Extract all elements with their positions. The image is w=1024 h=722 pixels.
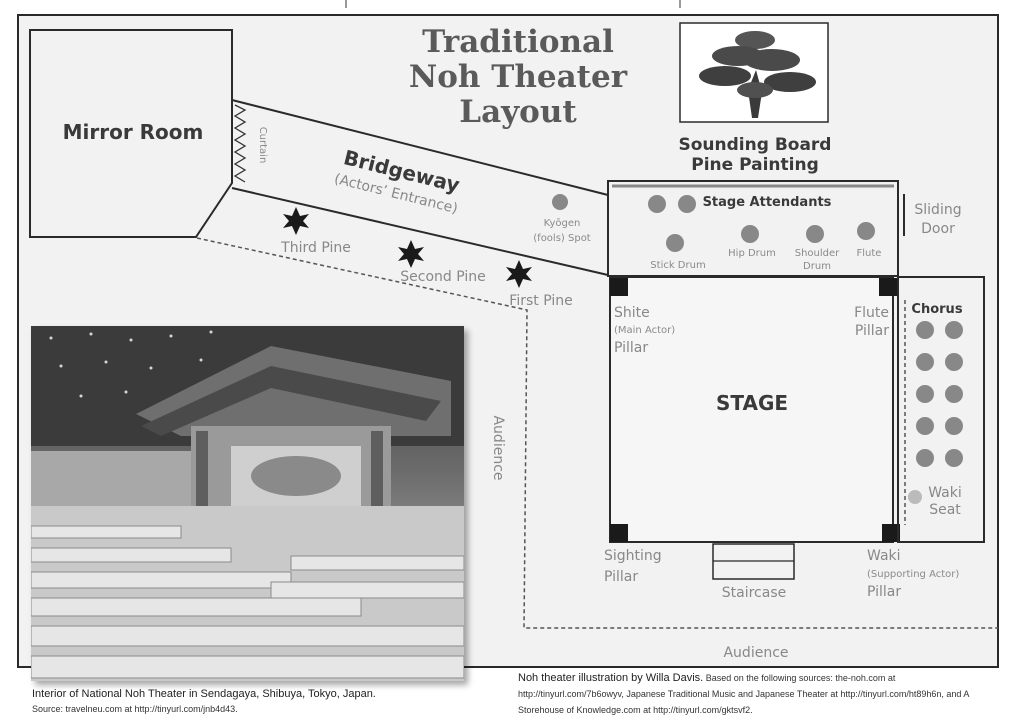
audience-boundary [196,237,998,629]
shoulder-drum-label: Shoulder [795,248,840,259]
sighting-label: Sighting [604,548,662,564]
flute-pillar-label: Flute [854,305,889,321]
title-line-2: Noh Theater [409,59,628,95]
staircase-label: Staircase [722,585,786,601]
stick-drum-dot [666,234,684,252]
hip-drum-label: Hip Drum [728,248,776,259]
first-pine-icon [506,260,532,288]
third-pine-icon [283,207,309,235]
photo-caption: Interior of National Noh Theater in Send… [32,688,376,700]
sliding-door-label: Sliding [914,202,961,218]
waki-seat-label: Waki [928,485,962,501]
chorus-dots [916,321,963,467]
second-pine-label: Second Pine [400,269,485,285]
flute-label: Flute [857,248,882,259]
sounding-board-label: Sounding Board [679,135,832,155]
flute-pillar-label-2: Pillar [855,323,889,339]
waki-pillar-marker [882,524,900,542]
third-pine-label: Third Pine [280,240,351,256]
title-line-1: Traditional [422,24,614,60]
bridgeway-wall-bottom [231,187,609,276]
theater-interior-photo [31,326,464,681]
illustration-sources: Based on the following sources: the-noh.… [518,673,969,715]
second-pine-icon [398,240,424,268]
illustration-credit-block: Noh theater illustration by Willa Davis.… [518,670,988,718]
audience-side-label: Audience [490,415,506,480]
flute-pillar-marker [879,278,897,296]
curtain-label: Curtain [257,127,268,164]
shoulder-drum-label-2: Drum [803,261,831,272]
first-pine-label: First Pine [509,293,572,309]
title-line-3: Layout [459,94,577,130]
mirror-room-label: Mirror Room [63,120,204,144]
sliding-door-label-2: Door [921,221,955,237]
chorus-label: Chorus [911,302,962,317]
pine-painting-label: Pine Painting [691,155,818,175]
shite-label: Shite [614,305,650,321]
stage-attendants-label: Stage Attendants [703,195,832,210]
bridgeway-wall-top [231,99,609,196]
kyogen-spot [552,194,568,210]
stage-area [609,276,894,543]
shite-pillar-marker [610,278,628,296]
curtain-zigzag [233,104,247,183]
stick-drum-label: Stick Drum [650,260,705,271]
stage-label: STAGE [716,391,788,415]
waki-pillar-label: Pillar [867,584,901,600]
illustration-credit: Noh theater illustration by Willa Davis. [518,672,704,684]
photo-source: Source: travelneu.com at http://tinyurl.… [32,704,238,714]
mirror-room [29,29,233,238]
sighting-pillar-marker [610,524,628,542]
supporting-actor-label: (Supporting Actor) [867,569,959,580]
flute-dot [857,222,875,240]
shoulder-drum-dot [806,225,824,243]
waki-seat-label-2: Seat [929,502,961,518]
attendant-dot [678,195,696,213]
audience-bottom-label: Audience [723,645,788,661]
attendant-dot [648,195,666,213]
shite-pillar-label: Pillar [614,340,648,356]
main-actor-label: (Main Actor) [614,325,675,336]
kyogen-label-2: (fools) Spot [533,233,591,244]
kyogen-label: Kyōgen [544,218,581,229]
pine-tree-icon [679,22,829,123]
waki-label: Waki [867,548,901,564]
hip-drum-dot [741,225,759,243]
sighting-pillar-label: Pillar [604,569,638,585]
waki-seat-dot [908,490,922,504]
chorus-area [897,276,985,543]
